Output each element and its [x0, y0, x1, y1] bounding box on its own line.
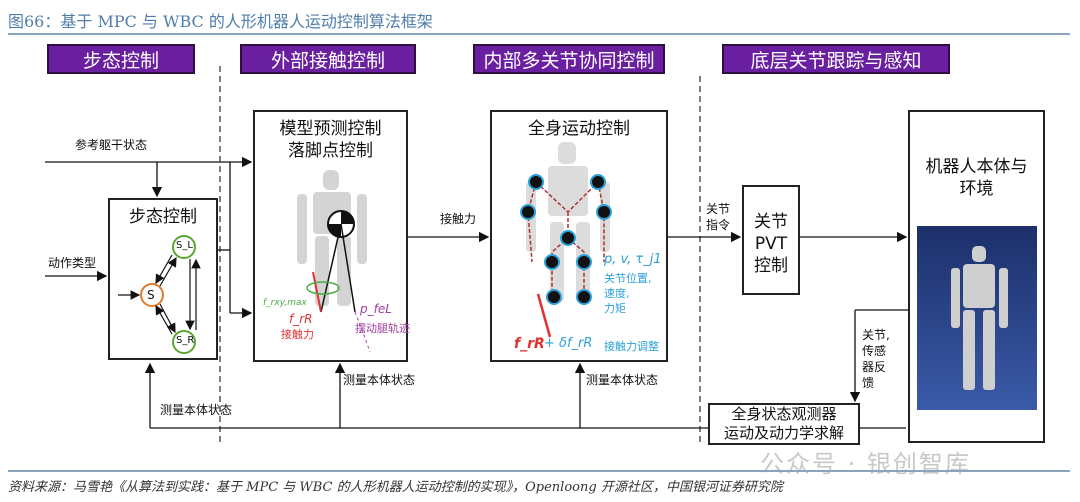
observer-line-1: 全身状态观测器	[731, 405, 837, 423]
feedback-4: 馈	[862, 376, 875, 390]
observer-line-2: 运动及动力学求解	[723, 424, 844, 442]
section-dividers	[219, 66, 701, 445]
observer-box: 全身状态观测器 运动及动力学求解	[708, 403, 860, 445]
gait-box-title: 步态控制	[129, 207, 197, 227]
state-s: S	[147, 288, 155, 302]
formula-delta: + δf_rR	[544, 336, 593, 351]
swing-leg-label: 摆动腿轨迹	[355, 322, 410, 335]
robot-env-box: 机器人本体与 环境	[908, 110, 1045, 443]
joint-vars: p, v, τ_j1	[604, 252, 662, 267]
mpc-robot-illustration	[297, 170, 371, 353]
pvt-box: 关节 PVT 控制	[742, 185, 800, 295]
wbc-box: 全身运动控制 p, v, τ_j1 关节位置, 速度, 力矩 f_rR + δf…	[490, 110, 668, 362]
footer-divider	[8, 470, 1070, 472]
formula-f: f_rR	[514, 336, 545, 352]
feedback-2: 传感	[862, 344, 887, 358]
header-gait: 步态控制	[47, 44, 195, 74]
joint-cmd-2: 指令	[706, 218, 731, 232]
title-divider	[8, 33, 1070, 35]
state-sr: S_R	[176, 335, 195, 346]
mpc-contact-label: 接触力	[281, 328, 314, 341]
robot-title-1: 机器人本体与	[925, 157, 1028, 177]
joint-desc-2: 速度,	[604, 287, 630, 300]
wbc-title: 全身运动控制	[528, 119, 630, 139]
robot-simulation-image	[917, 226, 1037, 410]
feedback-3: 器反	[862, 360, 887, 374]
gait-state-machine	[118, 235, 201, 354]
joint-desc-1: 关节位置,	[604, 272, 652, 285]
f-rr-label: f_rR	[289, 312, 313, 326]
contact-adjust-label: 接触力调整	[604, 340, 659, 353]
header-internal-joint: 内部多关节协同控制	[473, 44, 665, 74]
state-sl: S_L	[176, 240, 193, 251]
watermark: 公众号 · 银创智库	[760, 450, 971, 478]
feedback-1: 关节,	[862, 328, 890, 342]
action-type-label: 动作类型	[48, 256, 97, 270]
figure-title: 图66：基于 MPC 与 WBC 的人形机器人运动控制算法框架	[8, 12, 433, 31]
robot-title-2: 环境	[959, 179, 994, 199]
mpc-title-1: 模型预测控制	[279, 119, 382, 139]
source-note: 资料来源：马雪艳《从算法到实践：基于 MPC 与 WBC 的人形机器人运动控制的…	[8, 480, 783, 495]
pvt-line-1: 关节	[754, 212, 788, 232]
mpc-box: 模型预测控制 落脚点控制 f_rxy,max f_rR 接触力 p_feL 摆动…	[253, 110, 410, 362]
ref-state-label: 参考躯干状态	[75, 138, 148, 152]
joint-cmd-1: 关节	[706, 202, 731, 216]
pvt-line-2: PVT	[754, 234, 788, 254]
f-xy-max-label: f_rxy,max	[263, 298, 307, 308]
joint-desc-3: 力矩	[604, 302, 626, 315]
wbc-robot-illustration	[520, 142, 612, 338]
measured-state-gait: 测量本体状态	[160, 403, 233, 417]
header-low-level: 底层关节跟踪与感知	[722, 44, 950, 74]
measured-state-wbc: 测量本体状态	[586, 373, 659, 387]
mpc-title-2: 落脚点控制	[288, 141, 373, 161]
contact-force-label: 接触力	[440, 212, 477, 226]
gait-control-box: 步态控制 S S_L S_R	[108, 198, 218, 360]
pvt-line-3: 控制	[754, 256, 788, 276]
measured-state-mpc: 测量本体状态	[343, 373, 416, 387]
header-external-contact: 外部接触控制	[240, 44, 416, 74]
p-fel-label: p_feL	[360, 302, 392, 316]
